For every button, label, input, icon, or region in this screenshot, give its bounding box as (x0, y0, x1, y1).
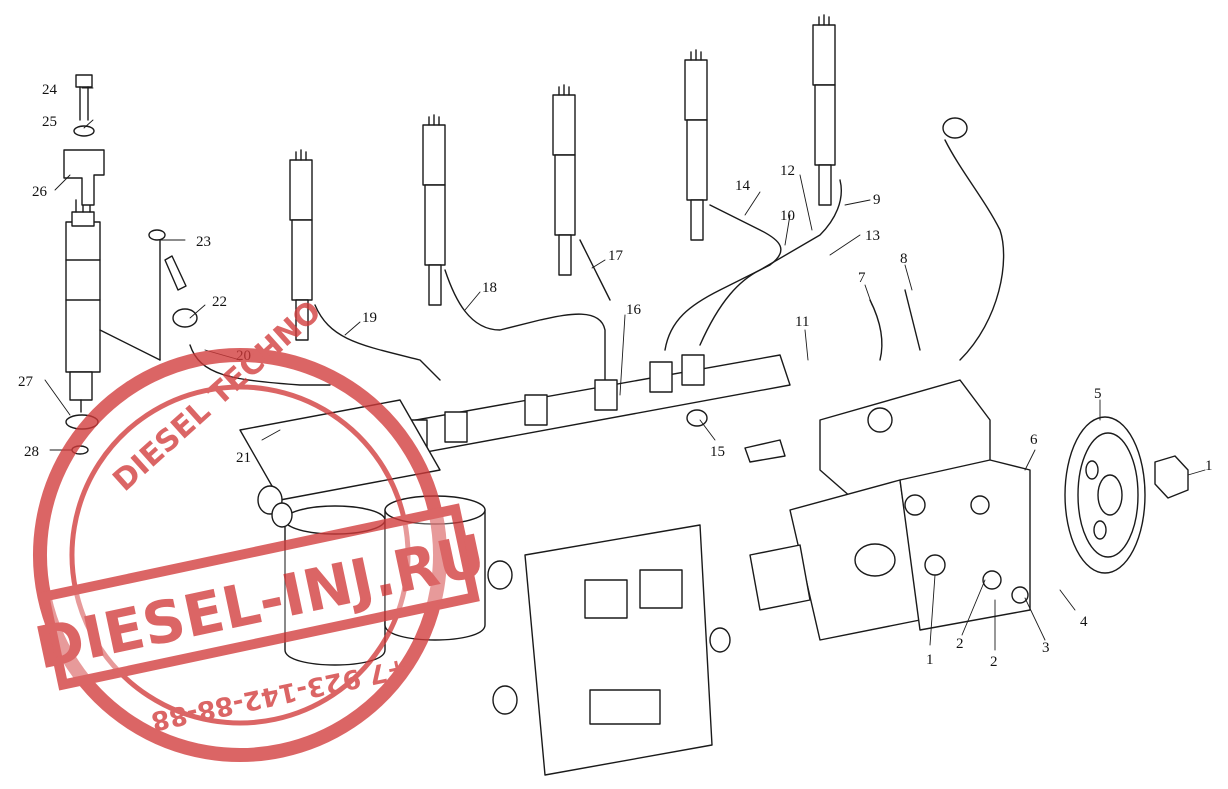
callout-6: 6 (1030, 432, 1038, 448)
callout-10: 9 (873, 192, 881, 208)
callout-26: 25 (42, 114, 57, 130)
callout-1: 1 (926, 652, 934, 668)
callout-22: 21 (236, 450, 251, 466)
callout-25: 24 (42, 82, 58, 98)
drive-gear (1064, 416, 1146, 574)
callout-7: 5 (1094, 386, 1102, 402)
callout-14: 13 (865, 228, 880, 244)
callout-2: 2 (956, 636, 964, 652)
gear-nut (1154, 455, 1189, 499)
callout-4: 3 (1042, 640, 1050, 656)
callout-16: 15 (710, 444, 725, 460)
injector-row (289, 14, 836, 341)
callout-9: 7 (858, 270, 866, 286)
callout-1-nut: 1 (1205, 458, 1213, 474)
callout-11: 10 (780, 208, 795, 224)
high-pressure-pump (744, 379, 1031, 641)
callout-8: 8 (900, 251, 908, 267)
callout-28: 27 (18, 374, 34, 390)
callout-29: 28 (24, 444, 39, 460)
callout-5: 4 (1080, 614, 1088, 630)
callout-27: 26 (32, 184, 48, 200)
callout-18: 17 (608, 248, 624, 264)
callout-20: 19 (362, 310, 377, 326)
callout-19: 18 (482, 280, 497, 296)
callout-12: 11 (795, 314, 809, 330)
callout-labels: 24 25 26 27 28 23 22 20 21 19 18 17 16 1… (18, 82, 1213, 670)
callout-24: 23 (196, 234, 211, 250)
callout-13: 12 (780, 163, 795, 179)
callout-15: 14 (735, 178, 751, 194)
watermark-main-text: DIESEL-INJ.RU (29, 521, 490, 683)
callout-3: 2 (990, 654, 998, 670)
ecu-module (487, 524, 731, 776)
callout-23: 22 (212, 294, 227, 310)
watermark-phone: +7 923-142-88-88 (148, 652, 411, 736)
injector-exploded (65, 197, 161, 413)
callout-17: 16 (626, 302, 642, 318)
